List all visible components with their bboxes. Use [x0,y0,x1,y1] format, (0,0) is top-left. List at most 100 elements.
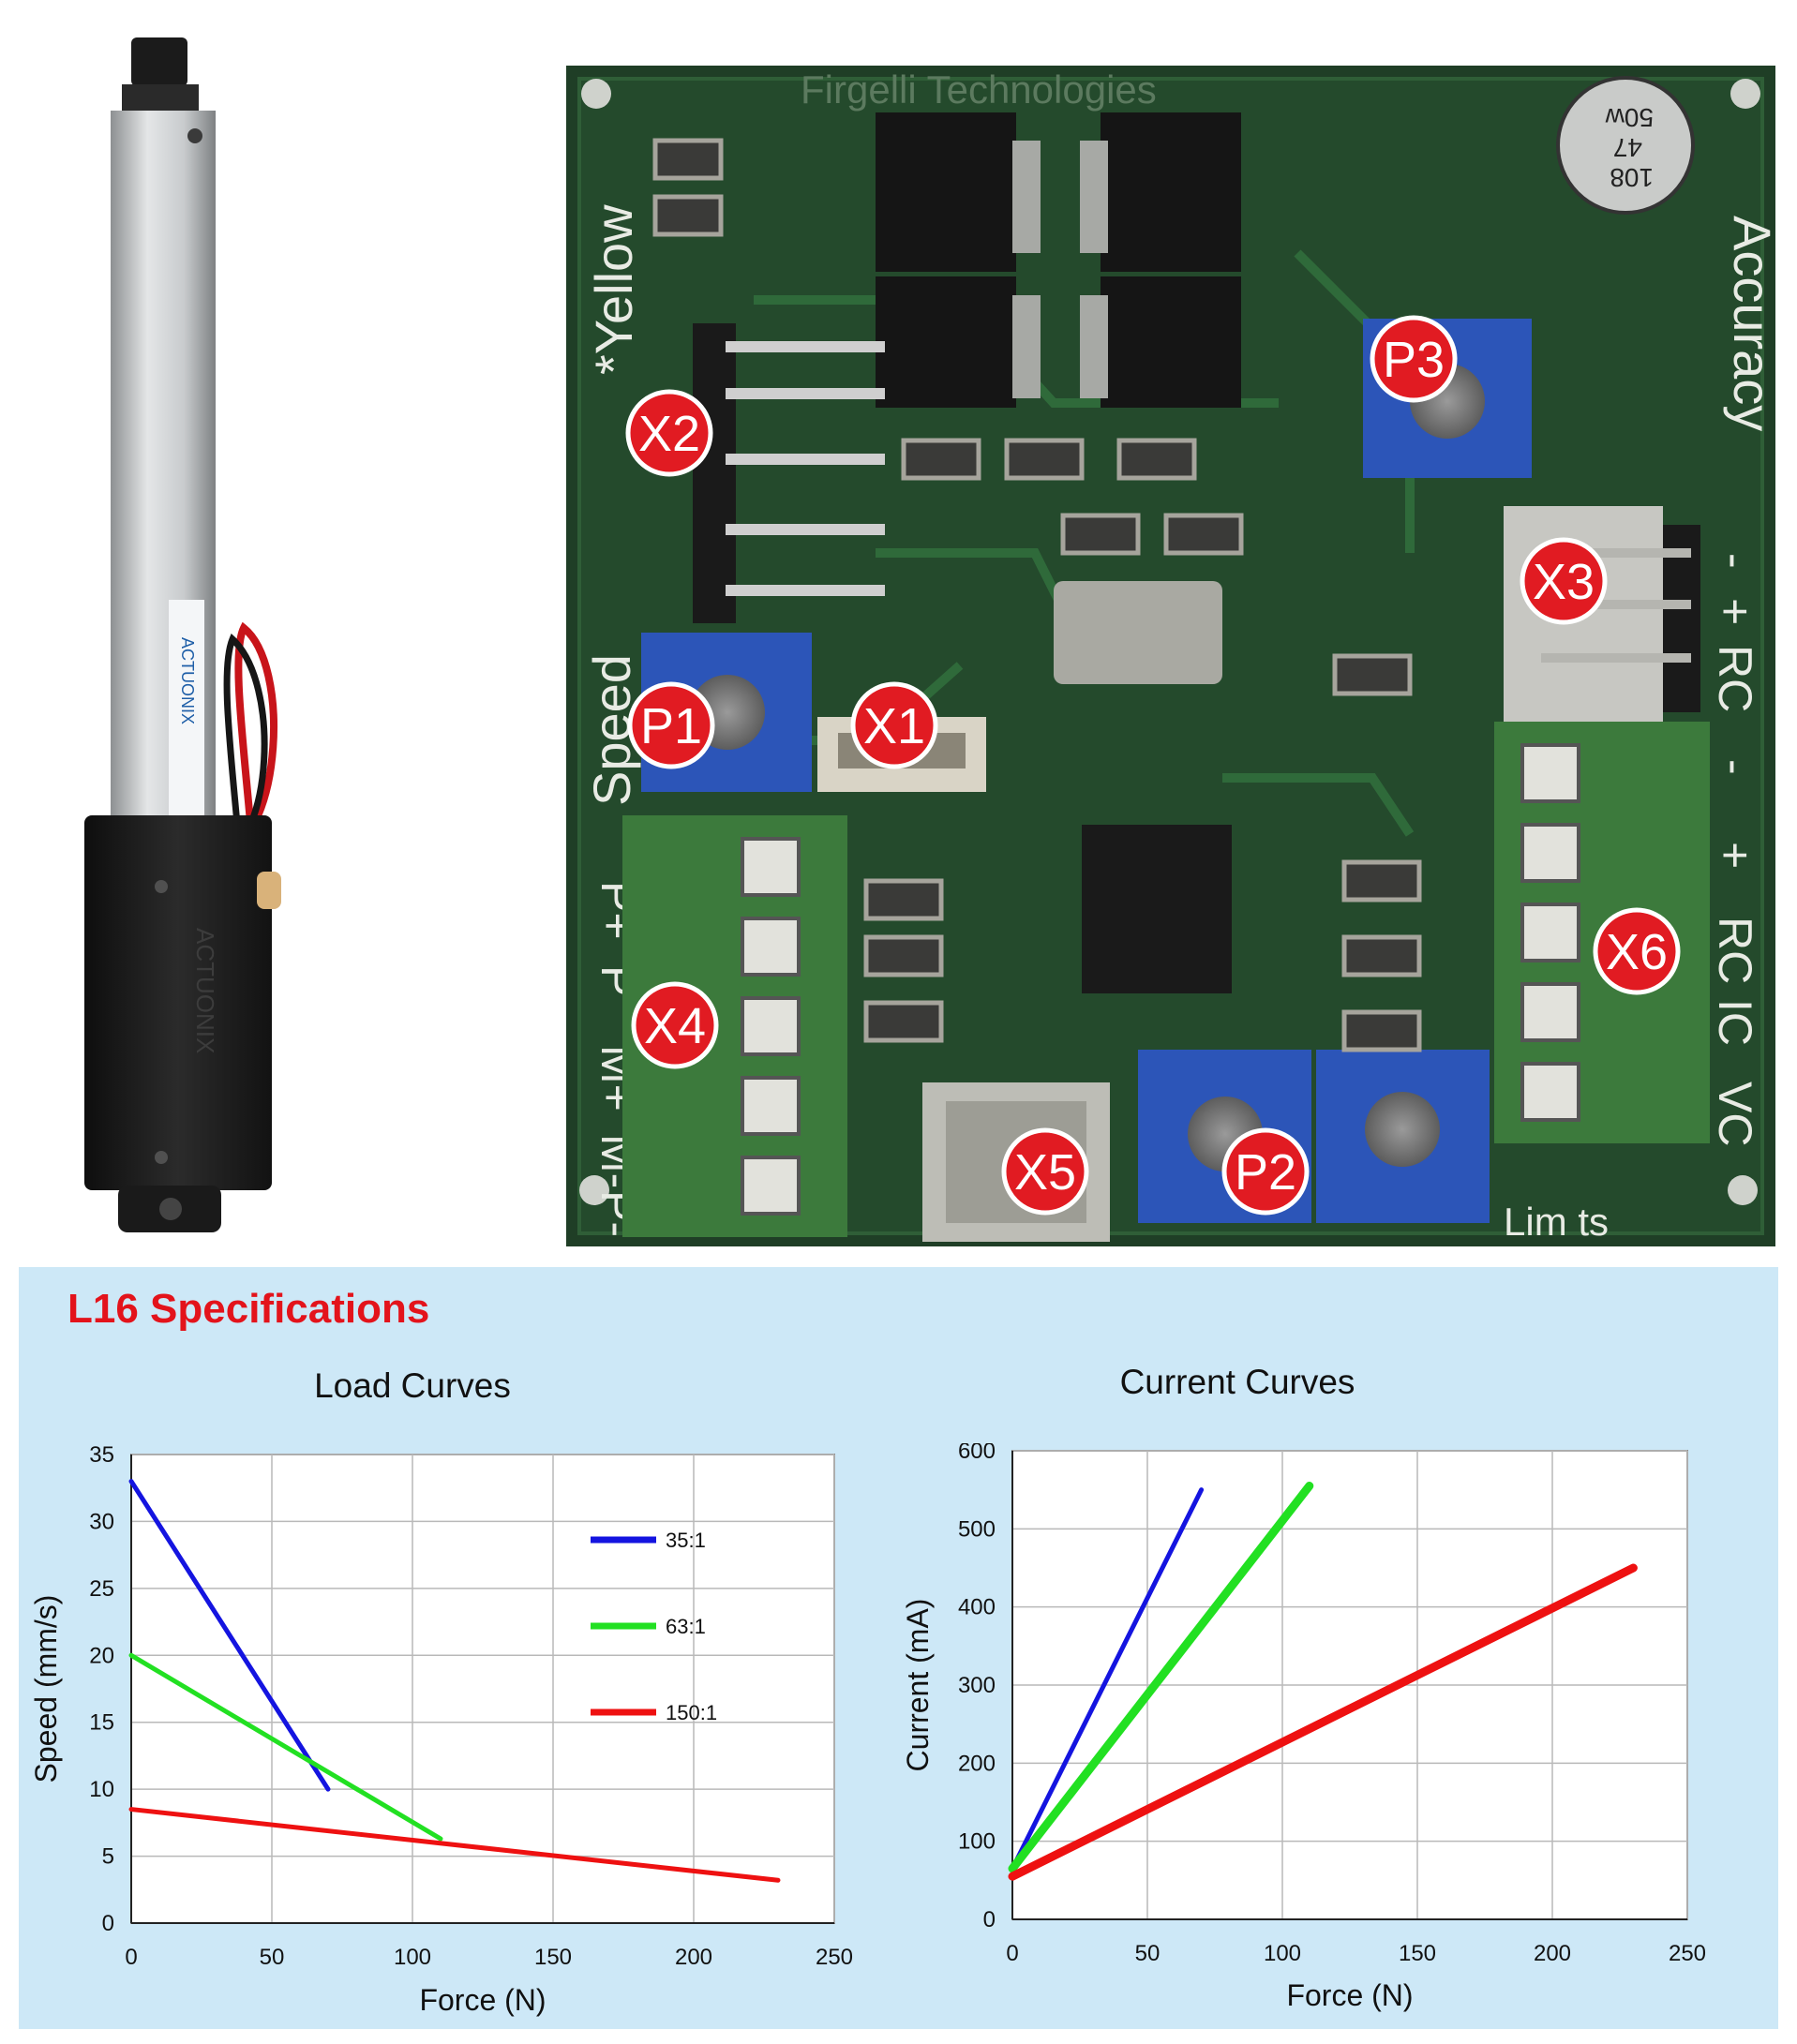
housing-screw-bottom [155,1151,168,1164]
callout-x2-badge [625,389,713,477]
terminal-block-x4-screws [741,837,801,1216]
series-line [1008,1563,1638,1881]
silk-x3-plus: + [1709,598,1761,625]
y-tick-label: 0 [102,1911,114,1936]
callout-x3: X3 [1533,554,1595,610]
mount-hole [581,79,611,109]
rear-mount-hole [159,1198,182,1220]
x-tick-label: 0 [125,1945,137,1970]
callout-x5: X5 [1014,1144,1076,1201]
legend-label: 150:1 [666,1701,717,1724]
mosfet [1101,276,1241,408]
callout-x4-badge [631,981,719,1069]
callout-x3-badge [1520,537,1608,625]
smd-component [652,138,724,181]
y-tick-label: 10 [89,1777,114,1802]
mosfet-tab [1080,295,1108,398]
x-tick-label: 200 [1534,1941,1571,1966]
terminal-screw [1520,903,1580,962]
terminal-screw [741,837,801,897]
mosfet-tab [1080,141,1108,253]
y-tick-label: 200 [958,1751,996,1776]
x-tick-label: 100 [1264,1941,1301,1966]
terminal-screw [741,1076,801,1136]
silk-x6-rc: RC [1709,917,1761,984]
y-tick-label: 100 [958,1829,996,1855]
actuator-label [169,600,204,815]
load-curves-title: Load Curves [314,1366,511,1405]
terminal-screw [1520,1062,1580,1122]
smd-component [1341,1009,1422,1052]
terminal-screw [1520,743,1580,803]
controller-board-photo: Firgelli Technologies *Yellow Speed Accu… [566,66,1775,1246]
actuator-label-text: ACTUONIX [178,637,197,724]
silk-right-x6: - + RC IC VC [1709,759,1761,1146]
y-tick-label: 15 [89,1710,114,1736]
terminal-screw [1520,823,1580,883]
smd-component [901,438,981,481]
capacitor [1556,76,1695,215]
callout-x1: X1 [863,698,925,754]
smd-component [1341,859,1422,903]
potentiometer-p4-knob [1365,1092,1440,1167]
x-axis-label: Force (N) [1286,1978,1413,2012]
actuator-photo: ACTUONIX ACTUONIX [84,37,281,1232]
y-axis-label: Current (mA) [901,1599,935,1772]
terminal-screw [741,996,801,1056]
series-line [128,1479,331,1792]
microcontroller [1082,825,1232,993]
capacitor-text-3: 50w [1605,103,1654,132]
x-tick-label: 250 [816,1945,853,1970]
smd-component [652,194,724,237]
header-x2-pins [726,341,885,596]
y-tick-label: 0 [983,1907,996,1932]
callout-x6-badge [1593,907,1681,995]
callout-p3: P3 [1383,332,1445,388]
x-tick-label: 200 [675,1945,712,1970]
wire-tie [257,872,281,909]
smd-component [1341,934,1422,977]
series-line [128,1652,443,1842]
smd-components [652,138,1422,1052]
callout-p3-badge [1370,315,1458,403]
x-tick-label: 150 [1399,1941,1436,1966]
silk-x6-ic: IC [1709,999,1761,1046]
crystal [1054,581,1222,684]
smd-component [1060,513,1141,556]
mosfet [876,112,1016,272]
silk-top: Firgelli Technologies [801,67,1157,112]
y-tick-label: 300 [958,1673,996,1698]
legend-label: 63:1 [666,1615,706,1638]
mosfet [876,276,1016,408]
mount-hole [579,1175,609,1205]
mosfet-tab [1012,141,1041,253]
series-line [128,1807,781,1883]
callout-x6: X6 [1606,924,1668,980]
rod-end-cap [131,37,187,86]
housing-screw-top [155,880,168,893]
y-tick-label: 25 [89,1576,114,1602]
y-tick-label: 600 [958,1443,996,1464]
legend-label: 35:1 [666,1529,706,1552]
silk-bottom: Lim ts [1504,1200,1609,1244]
callout-x5-badge [1001,1127,1089,1216]
x-tick-label: 250 [1669,1941,1706,1966]
y-tick-label: 20 [89,1643,114,1668]
motor-housing [84,815,272,1190]
callout-p2-badge [1221,1127,1310,1216]
capacitor-text-1: 108 [1610,163,1654,192]
specifications-title: L16 Specifications [67,1286,430,1332]
current-curves-title: Current Curves [1119,1363,1355,1401]
silk-accuracy: Accuracy [1723,216,1775,431]
mount-hole [1730,79,1760,109]
silk-x6-plus: + [1709,842,1761,869]
silk-x6-vc: VC [1709,1082,1761,1146]
silk-x3-rc: RC [1709,645,1761,712]
callout-p1-badge [627,681,715,769]
callout-p2: P2 [1235,1144,1296,1201]
mount-hole [1728,1175,1758,1205]
x-tick-label: 50 [1135,1941,1161,1966]
terminal-screw [741,1156,801,1216]
callout-p1: P1 [640,698,702,754]
